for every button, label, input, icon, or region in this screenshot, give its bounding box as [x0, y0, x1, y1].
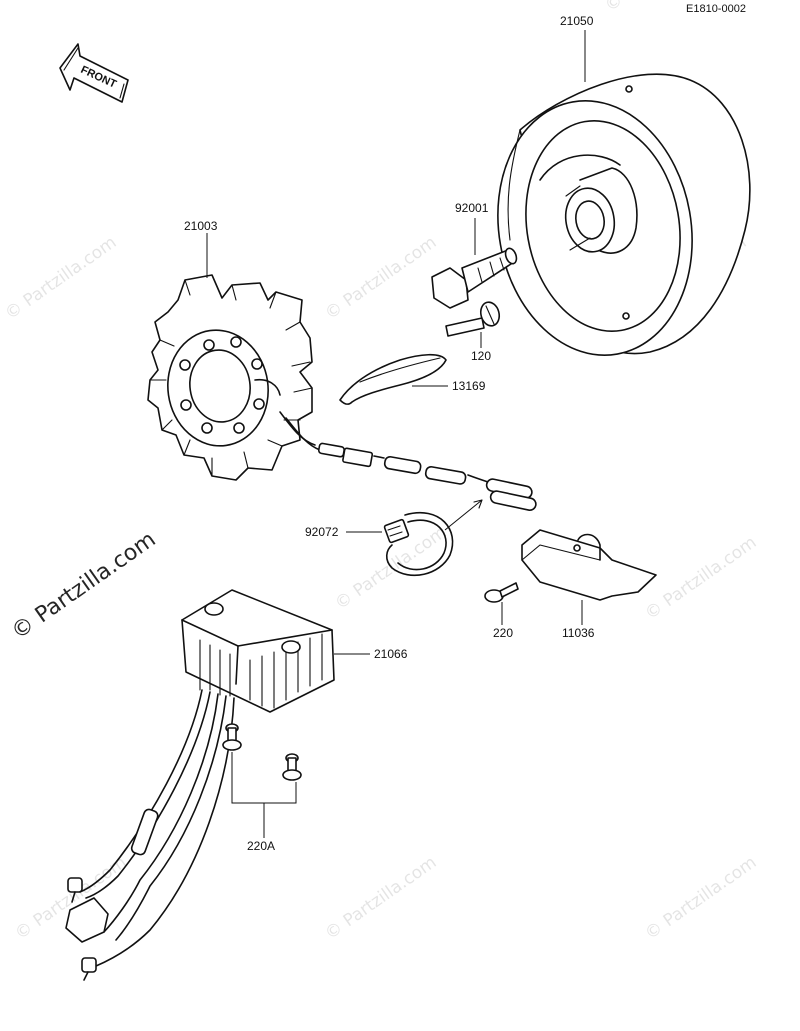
callout-21066: 21066: [374, 647, 408, 661]
callout-220: 220: [493, 626, 513, 640]
leader-line-arrow: [444, 499, 483, 531]
watermark: © Partzilla.com: [321, 232, 440, 324]
screw-120: [445, 301, 501, 337]
regulator-wire-harness: [65, 689, 235, 981]
callout-21050: 21050: [560, 14, 594, 28]
screw-220: [484, 582, 519, 603]
stator-wire-harness: [279, 411, 537, 511]
arrow-head-icon: [473, 499, 483, 509]
watermark: © Partzilla.com: [321, 852, 440, 944]
holder-13169: [339, 353, 447, 405]
screw-220a-2: [282, 753, 302, 781]
callout-220a: 220A: [247, 839, 275, 853]
callout-21003: 21003: [184, 219, 218, 233]
leader-line: [231, 752, 297, 838]
watermark: © Partzilla.com: [1, 232, 120, 324]
flywheel-21050: [497, 73, 751, 356]
callout-11036: 11036: [562, 626, 595, 640]
diagram-code: E1810-0002: [686, 3, 746, 15]
front-arrow-icon: FRONT: [59, 43, 129, 103]
cover-11036: [521, 529, 657, 601]
watermark-main: © Partzilla.com: [7, 527, 160, 645]
screw-220a-1: [222, 723, 242, 751]
callout-92001: 92001: [455, 201, 489, 215]
regulator-21066: [181, 589, 335, 713]
callout-92072: 92072: [305, 525, 339, 539]
stator-21003: [147, 274, 313, 481]
watermark: © Partzilla.com: [641, 852, 760, 944]
callout-13169: 13169: [452, 379, 486, 393]
bolt-92001: [431, 247, 518, 309]
clamp-92072: [383, 512, 454, 577]
watermark: © Partzilla.com: [641, 532, 760, 624]
callout-120: 120: [471, 349, 491, 363]
